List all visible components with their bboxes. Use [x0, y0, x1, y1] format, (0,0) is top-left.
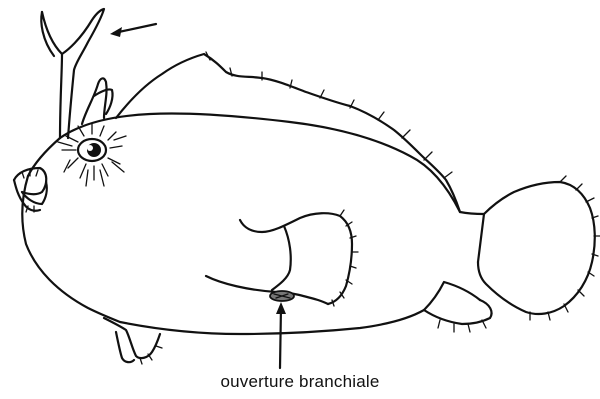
anal-fin [424, 300, 492, 332]
caudal-fin [478, 176, 600, 320]
second-dorsal-spine [82, 78, 113, 124]
lure-illicium [41, 9, 104, 138]
gill-opening [270, 291, 294, 301]
gill-opening-label: ouverture branchiale [0, 372, 600, 392]
dorsal-fin [116, 52, 460, 212]
mouth [14, 168, 47, 212]
gill-opening-arrow [276, 302, 286, 368]
lure-arrow [110, 24, 156, 37]
